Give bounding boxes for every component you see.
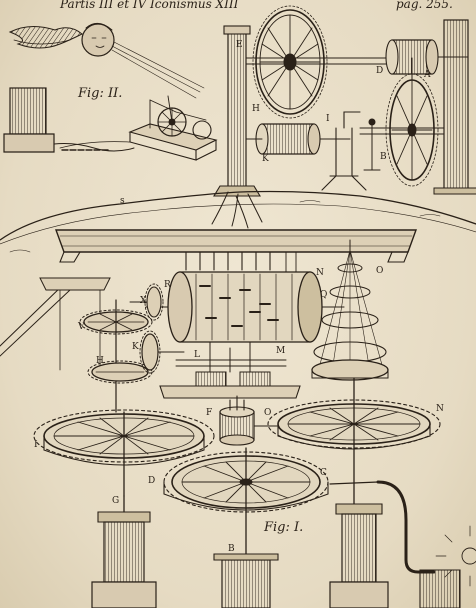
wheel-E <box>252 5 328 119</box>
right-frame <box>359 19 476 195</box>
label-N2: N <box>436 404 444 414</box>
label-D2: D <box>148 476 156 486</box>
cone-frame <box>311 239 389 381</box>
linkage-LMP <box>159 341 301 399</box>
label-O: O <box>376 266 384 276</box>
fig2-caption: Fig: II. <box>78 86 123 101</box>
label-C: C <box>320 468 327 478</box>
sun-rays <box>435 525 476 587</box>
label-K: K <box>262 154 269 164</box>
drum-K <box>245 123 351 155</box>
label-Q: Q <box>320 290 328 300</box>
left-struts <box>0 277 111 371</box>
label-I2: I <box>34 440 38 450</box>
drum-FO <box>219 395 279 446</box>
pedestal-G <box>91 495 157 608</box>
gear-K <box>129 283 185 374</box>
label-O2: O <box>264 408 272 418</box>
gear-H <box>87 360 153 384</box>
label-B2: B <box>228 544 235 554</box>
label-F: F <box>206 408 213 418</box>
label-K2: K <box>132 342 139 352</box>
label-X: X <box>140 296 147 306</box>
label-L: L <box>194 350 200 360</box>
label-D: D <box>376 66 384 76</box>
page-number: pag. 255. <box>396 0 453 11</box>
main-beam <box>55 229 417 263</box>
label-M: M <box>276 346 286 356</box>
wheel-D <box>163 447 329 561</box>
cylinder-RQ <box>145 271 345 343</box>
label-B: B <box>380 152 387 162</box>
label-I: I <box>326 114 330 124</box>
gear-V <box>79 299 153 413</box>
label-H: H <box>252 104 260 114</box>
pedestal-B <box>213 553 279 608</box>
roots <box>211 191 263 229</box>
axle-top <box>245 57 393 65</box>
ground <box>0 190 476 253</box>
wind-head <box>8 23 205 99</box>
label-H2: H <box>96 356 104 366</box>
fig1-caption: Fig: I. <box>264 520 304 535</box>
pedestal-C <box>329 480 461 608</box>
plate-title: Partis III et IV Iconismus XIII <box>60 0 239 11</box>
wheel-A <box>385 57 439 187</box>
label-N: N <box>316 268 324 278</box>
label-E: E <box>236 40 243 50</box>
crank-stand <box>321 111 381 191</box>
drum-D <box>385 39 469 75</box>
fig2-machine <box>3 87 218 161</box>
label-R: R <box>164 280 171 290</box>
label-V: V <box>78 322 85 332</box>
wheel-N <box>267 377 441 505</box>
label-A: A <box>424 70 431 80</box>
label-G: G <box>112 496 120 506</box>
wheel-I <box>33 409 215 497</box>
label-s: s <box>120 196 125 206</box>
